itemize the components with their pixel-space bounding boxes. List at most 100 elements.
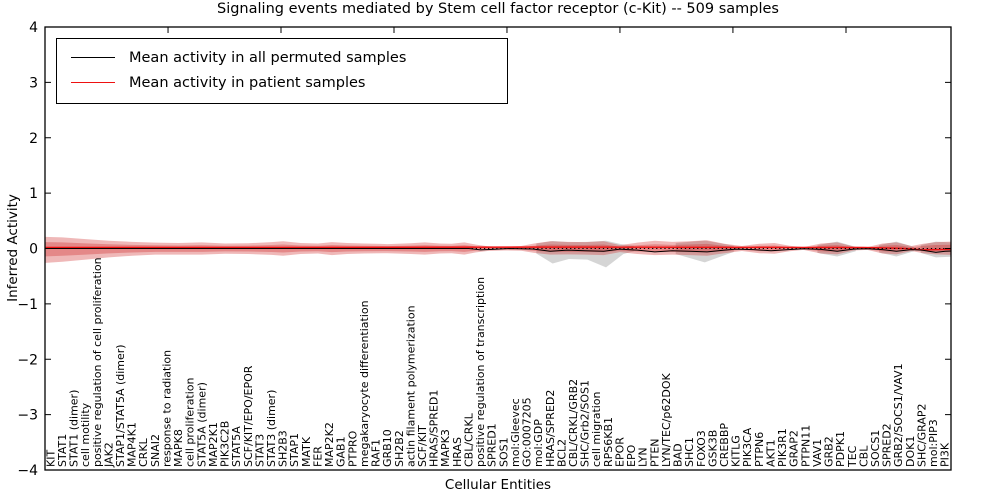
x-category-label: STAT1 — [56, 434, 69, 467]
x-category-label: STAT1 (dimer) — [68, 390, 81, 467]
legend-label-permuted: Mean activity in all permuted samples — [129, 49, 407, 66]
x-category-label: VAV1 — [811, 439, 824, 467]
legend: Mean activity in all permuted samples Me… — [56, 38, 508, 104]
permuted-sample-spread-4 — [878, 241, 914, 257]
x-category-label: PI3K — [939, 442, 952, 467]
x-category-label: KIT — [44, 450, 57, 467]
x-category-label: MAPK3 — [439, 429, 452, 467]
y-tick-label: 2 — [29, 131, 38, 147]
x-category-label: MAP2K1 — [207, 422, 220, 467]
y-tick-label: 1 — [29, 186, 38, 202]
y-tick-label: −3 — [17, 408, 38, 424]
y-tick-label: −1 — [17, 297, 38, 313]
x-category-label: PTPN11 — [799, 425, 812, 467]
x-category-label: GRB2/SOCS1/VAV1 — [892, 363, 905, 467]
x-category-label: mol:PIP3 — [927, 419, 940, 467]
x-category-label: SCF/KIT — [416, 425, 429, 467]
x-category-label: SPRED2 — [881, 423, 894, 467]
y-tick-label: 4 — [29, 20, 38, 36]
series-mean-activity-in-patient-samples — [45, 246, 952, 251]
x-category-label: STAT5A (dimer) — [195, 382, 208, 467]
x-category-label: GRB10 — [381, 429, 394, 467]
x-category-label: positive regulation of cell proliferatio… — [91, 257, 104, 467]
x-category-label: PTEN — [648, 438, 661, 467]
legend-label-patient: Mean activity in patient samples — [129, 74, 366, 91]
x-category-label: megakaryocyte differentiation — [358, 300, 371, 467]
chart-title: Signaling events mediated by Stem cell f… — [217, 1, 779, 17]
x-category-label: KITLG — [730, 435, 743, 467]
x-category-label: HRAS/SPRED2 — [544, 390, 557, 467]
x-category-label: SOCS1 — [869, 430, 882, 467]
x-category-label: mol:Gleevec — [509, 398, 522, 467]
x-category-label: STAT3 — [253, 434, 266, 467]
x-category-label: PIK3R1 — [776, 428, 789, 467]
x-category-label: BAD — [672, 443, 685, 467]
x-category-label: EPOR — [613, 437, 626, 467]
x-category-label: HRAS — [451, 437, 464, 467]
x-category-label: TEC — [846, 445, 859, 468]
x-category-label: PIK3CA — [741, 427, 754, 467]
x-category-label: CREBBP — [718, 423, 731, 467]
x-category-label: SPRED1 — [486, 423, 499, 467]
x-category-label: positive regulation of transcription — [474, 277, 487, 467]
x-category-label: GRB2 — [823, 436, 836, 467]
legend-line-patient-icon — [71, 82, 115, 83]
legend-item-patient: Mean activity in patient samples — [71, 70, 497, 95]
x-category-label: SH2B3 — [277, 430, 290, 467]
x-category-label: PDPK1 — [834, 431, 847, 467]
x-category-label: SOS1 — [497, 437, 510, 467]
x-category-label: SNAI2 — [149, 434, 162, 467]
legend-item-permuted: Mean activity in all permuted samples — [71, 45, 497, 70]
y-tick-label: −4 — [17, 463, 38, 479]
x-category-label: STAP1 — [288, 433, 301, 467]
x-category-label: SHC1 — [683, 437, 696, 467]
x-category-label: FER — [311, 446, 324, 467]
x-category-label: response to radiation — [160, 350, 173, 467]
x-category-label: MAPK8 — [172, 429, 185, 467]
series-mean-activity-in-all-permuted-samples — [45, 247, 952, 253]
x-category-label: mol:GDP — [532, 419, 545, 467]
x-category-label: GSK3B — [706, 430, 719, 467]
x-category-label: EPO — [625, 444, 638, 467]
x-category-label: STAT3 (dimer) — [265, 390, 278, 467]
x-category-label: HRAS/SPRED1 — [428, 390, 441, 467]
x-category-label: PIK3C2B — [219, 421, 232, 467]
x-category-label: SHC/Grb2/SOS1 — [579, 380, 592, 467]
x-category-label: FOXO3 — [695, 430, 708, 467]
x-category-label: PTPRO — [346, 430, 359, 467]
x-category-label: CBL — [857, 445, 870, 467]
x-category-label: GAB1 — [335, 436, 348, 467]
x-category-label: BCL2 — [555, 439, 568, 467]
patient-sample-spread — [45, 236, 952, 263]
x-category-label: SCF/KIT/EPO/EPOR — [242, 365, 255, 467]
x-category-label: cell motility — [79, 402, 92, 467]
x-category-label: STAT5A — [230, 426, 243, 467]
x-category-label: JAK2 — [102, 442, 115, 468]
x-category-label: CBL/CRKL/GRB2 — [567, 379, 580, 467]
x-category-label: SHC/GRAP2 — [915, 403, 928, 467]
x-category-label: LYN/TEC/p62DOK — [660, 373, 673, 467]
x-category-label: GO:0007205 — [521, 397, 534, 467]
x-category-label: actin filament polymerization — [404, 305, 417, 467]
x-category-label: CRKL — [137, 437, 150, 467]
x-category-label: STAP1/STAT5A (dimer) — [114, 344, 127, 467]
x-category-label: RAF1 — [370, 439, 383, 467]
x-category-label: DOK1 — [904, 436, 917, 467]
y-tick-label: 3 — [29, 75, 38, 91]
x-category-label: AKT1 — [764, 439, 777, 467]
x-category-label: MATK — [300, 436, 313, 467]
y-tick-label: −2 — [17, 352, 38, 368]
x-category-label: SH2B2 — [393, 430, 406, 467]
x-category-label: GRAP2 — [788, 430, 801, 467]
y-tick-label: 0 — [29, 242, 38, 258]
legend-line-permuted-icon — [71, 57, 115, 58]
x-category-label: cell proliferation — [184, 377, 197, 467]
x-category-label: cell migration — [590, 391, 603, 467]
x-category-label: LYN — [637, 447, 650, 467]
permuted-sample-spread-3 — [817, 241, 856, 257]
x-axis-label: Cellular Entities — [444, 477, 552, 493]
x-category-label: RPS6KB1 — [602, 417, 615, 467]
x-category-label: PTPN6 — [753, 432, 766, 467]
